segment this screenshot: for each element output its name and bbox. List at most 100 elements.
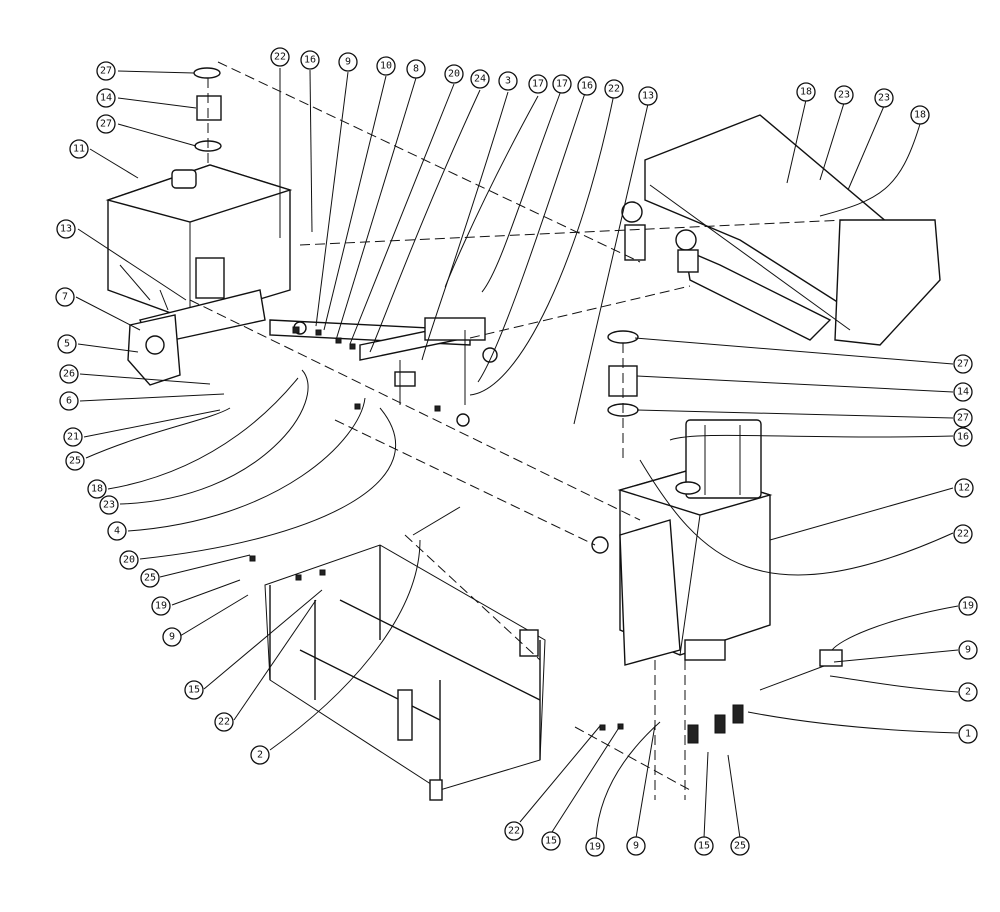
callout-27-right-a: 27: [953, 354, 973, 374]
svg-text:9: 9: [965, 645, 971, 656]
svg-text:19: 19: [155, 601, 167, 612]
callout-18-far-right: 18: [910, 105, 930, 125]
svg-text:2: 2: [965, 687, 971, 698]
svg-text:13: 13: [60, 224, 72, 235]
svg-text:27: 27: [100, 119, 112, 130]
callout-18-left: 18: [87, 479, 107, 499]
svg-text:17: 17: [532, 79, 544, 90]
svg-text:21: 21: [67, 432, 79, 443]
svg-text:25: 25: [734, 841, 746, 852]
callout-19-right: 19: [958, 596, 978, 616]
callout-5: 5: [57, 334, 77, 354]
callout-9-bottom: 9: [626, 836, 646, 856]
callout-19-bottom: 19: [585, 837, 605, 857]
svg-text:22: 22: [218, 717, 230, 728]
stand-frame-assembly: [264, 544, 546, 801]
right-hopper-assembly: [591, 419, 773, 666]
svg-text:6: 6: [66, 396, 72, 407]
svg-text:24: 24: [474, 74, 486, 85]
callout-21: 21: [63, 427, 83, 447]
callout-20-left: 20: [119, 550, 139, 570]
callout-15-bottom: 15: [541, 831, 561, 851]
cross-shaft-assembly: [269, 317, 498, 427]
svg-text:8: 8: [413, 64, 419, 75]
callout-11: 11: [69, 139, 89, 159]
callout-22-mid: 22: [214, 712, 234, 732]
callout-27-right-b: 27: [953, 408, 973, 428]
svg-text:14: 14: [100, 93, 112, 104]
svg-text:27: 27: [957, 359, 969, 370]
callout-17-b: 17: [552, 74, 572, 94]
svg-text:10: 10: [380, 61, 392, 72]
callout-4: 4: [107, 521, 127, 541]
svg-text:15: 15: [698, 841, 710, 852]
callout-15-mid: 15: [184, 680, 204, 700]
svg-text:22: 22: [957, 529, 969, 540]
callout-9-right: 9: [958, 640, 978, 660]
callout-16-top: 16: [300, 50, 320, 70]
callout-1: 1: [958, 724, 978, 744]
callout-14-top: 14: [96, 88, 116, 108]
callout-25-mid: 25: [140, 568, 160, 588]
svg-text:1: 1: [965, 729, 971, 740]
callout-27-left: 27: [96, 114, 116, 134]
svg-text:23: 23: [878, 93, 890, 104]
svg-text:13: 13: [642, 91, 654, 102]
callout-20-top: 20: [444, 64, 464, 84]
svg-text:19: 19: [962, 601, 974, 612]
callout-23-right-a: 23: [834, 85, 854, 105]
svg-text:20: 20: [448, 69, 460, 80]
callout-13-top: 13: [638, 86, 658, 106]
svg-text:14: 14: [957, 387, 969, 398]
svg-text:22: 22: [608, 84, 620, 95]
svg-text:15: 15: [545, 836, 557, 847]
left-hopper-fittings: [193, 67, 222, 165]
callout-9-mid: 9: [162, 627, 182, 647]
svg-text:27: 27: [100, 66, 112, 77]
leader-lines: [75, 68, 959, 839]
svg-text:17: 17: [556, 79, 568, 90]
svg-text:18: 18: [800, 87, 812, 98]
callout-25-left: 25: [65, 451, 85, 471]
svg-text:16: 16: [581, 81, 593, 92]
svg-text:9: 9: [169, 632, 175, 643]
callout-8: 8: [406, 59, 426, 79]
callout-22-right: 22: [953, 524, 973, 544]
svg-text:20: 20: [123, 555, 135, 566]
svg-text:2: 2: [257, 750, 263, 761]
callout-15-bottom-right: 15: [694, 836, 714, 856]
svg-text:27: 27: [957, 413, 969, 424]
svg-text:12: 12: [958, 483, 970, 494]
svg-text:3: 3: [505, 76, 511, 87]
svg-text:23: 23: [103, 500, 115, 511]
svg-text:15: 15: [188, 685, 200, 696]
left-hopper-assembly: [105, 164, 293, 386]
callout-7: 7: [55, 287, 75, 307]
callout-25-bottom: 25: [730, 836, 750, 856]
callout-26: 26: [59, 364, 79, 384]
callout-2-right: 2: [958, 682, 978, 702]
svg-text:11: 11: [73, 144, 85, 155]
svg-text:7: 7: [62, 292, 68, 303]
callout-9-top: 9: [338, 52, 358, 72]
svg-text:9: 9: [633, 841, 639, 852]
hardware-fasteners: [249, 326, 843, 744]
callout-3: 3: [498, 71, 518, 91]
callout-10: 10: [376, 56, 396, 76]
svg-text:18: 18: [914, 110, 926, 121]
callout-balloons: 27 14 27 11 13 7 5 26 6 21 25 18 23 4 20…: [55, 47, 978, 857]
callout-22-top: 22: [270, 47, 290, 67]
svg-text:18: 18: [91, 484, 103, 495]
svg-text:4: 4: [114, 526, 120, 537]
right-hopper-fittings: [607, 330, 639, 460]
truck-frame-assembly: [621, 114, 941, 346]
callout-18-right: 18: [796, 82, 816, 102]
callout-17-a: 17: [528, 74, 548, 94]
svg-text:9: 9: [345, 57, 351, 68]
callout-14-right: 14: [953, 382, 973, 402]
svg-text:26: 26: [63, 369, 75, 380]
svg-text:25: 25: [69, 456, 81, 467]
svg-text:19: 19: [589, 842, 601, 853]
callout-16-right: 16: [953, 427, 973, 447]
svg-text:16: 16: [304, 55, 316, 66]
